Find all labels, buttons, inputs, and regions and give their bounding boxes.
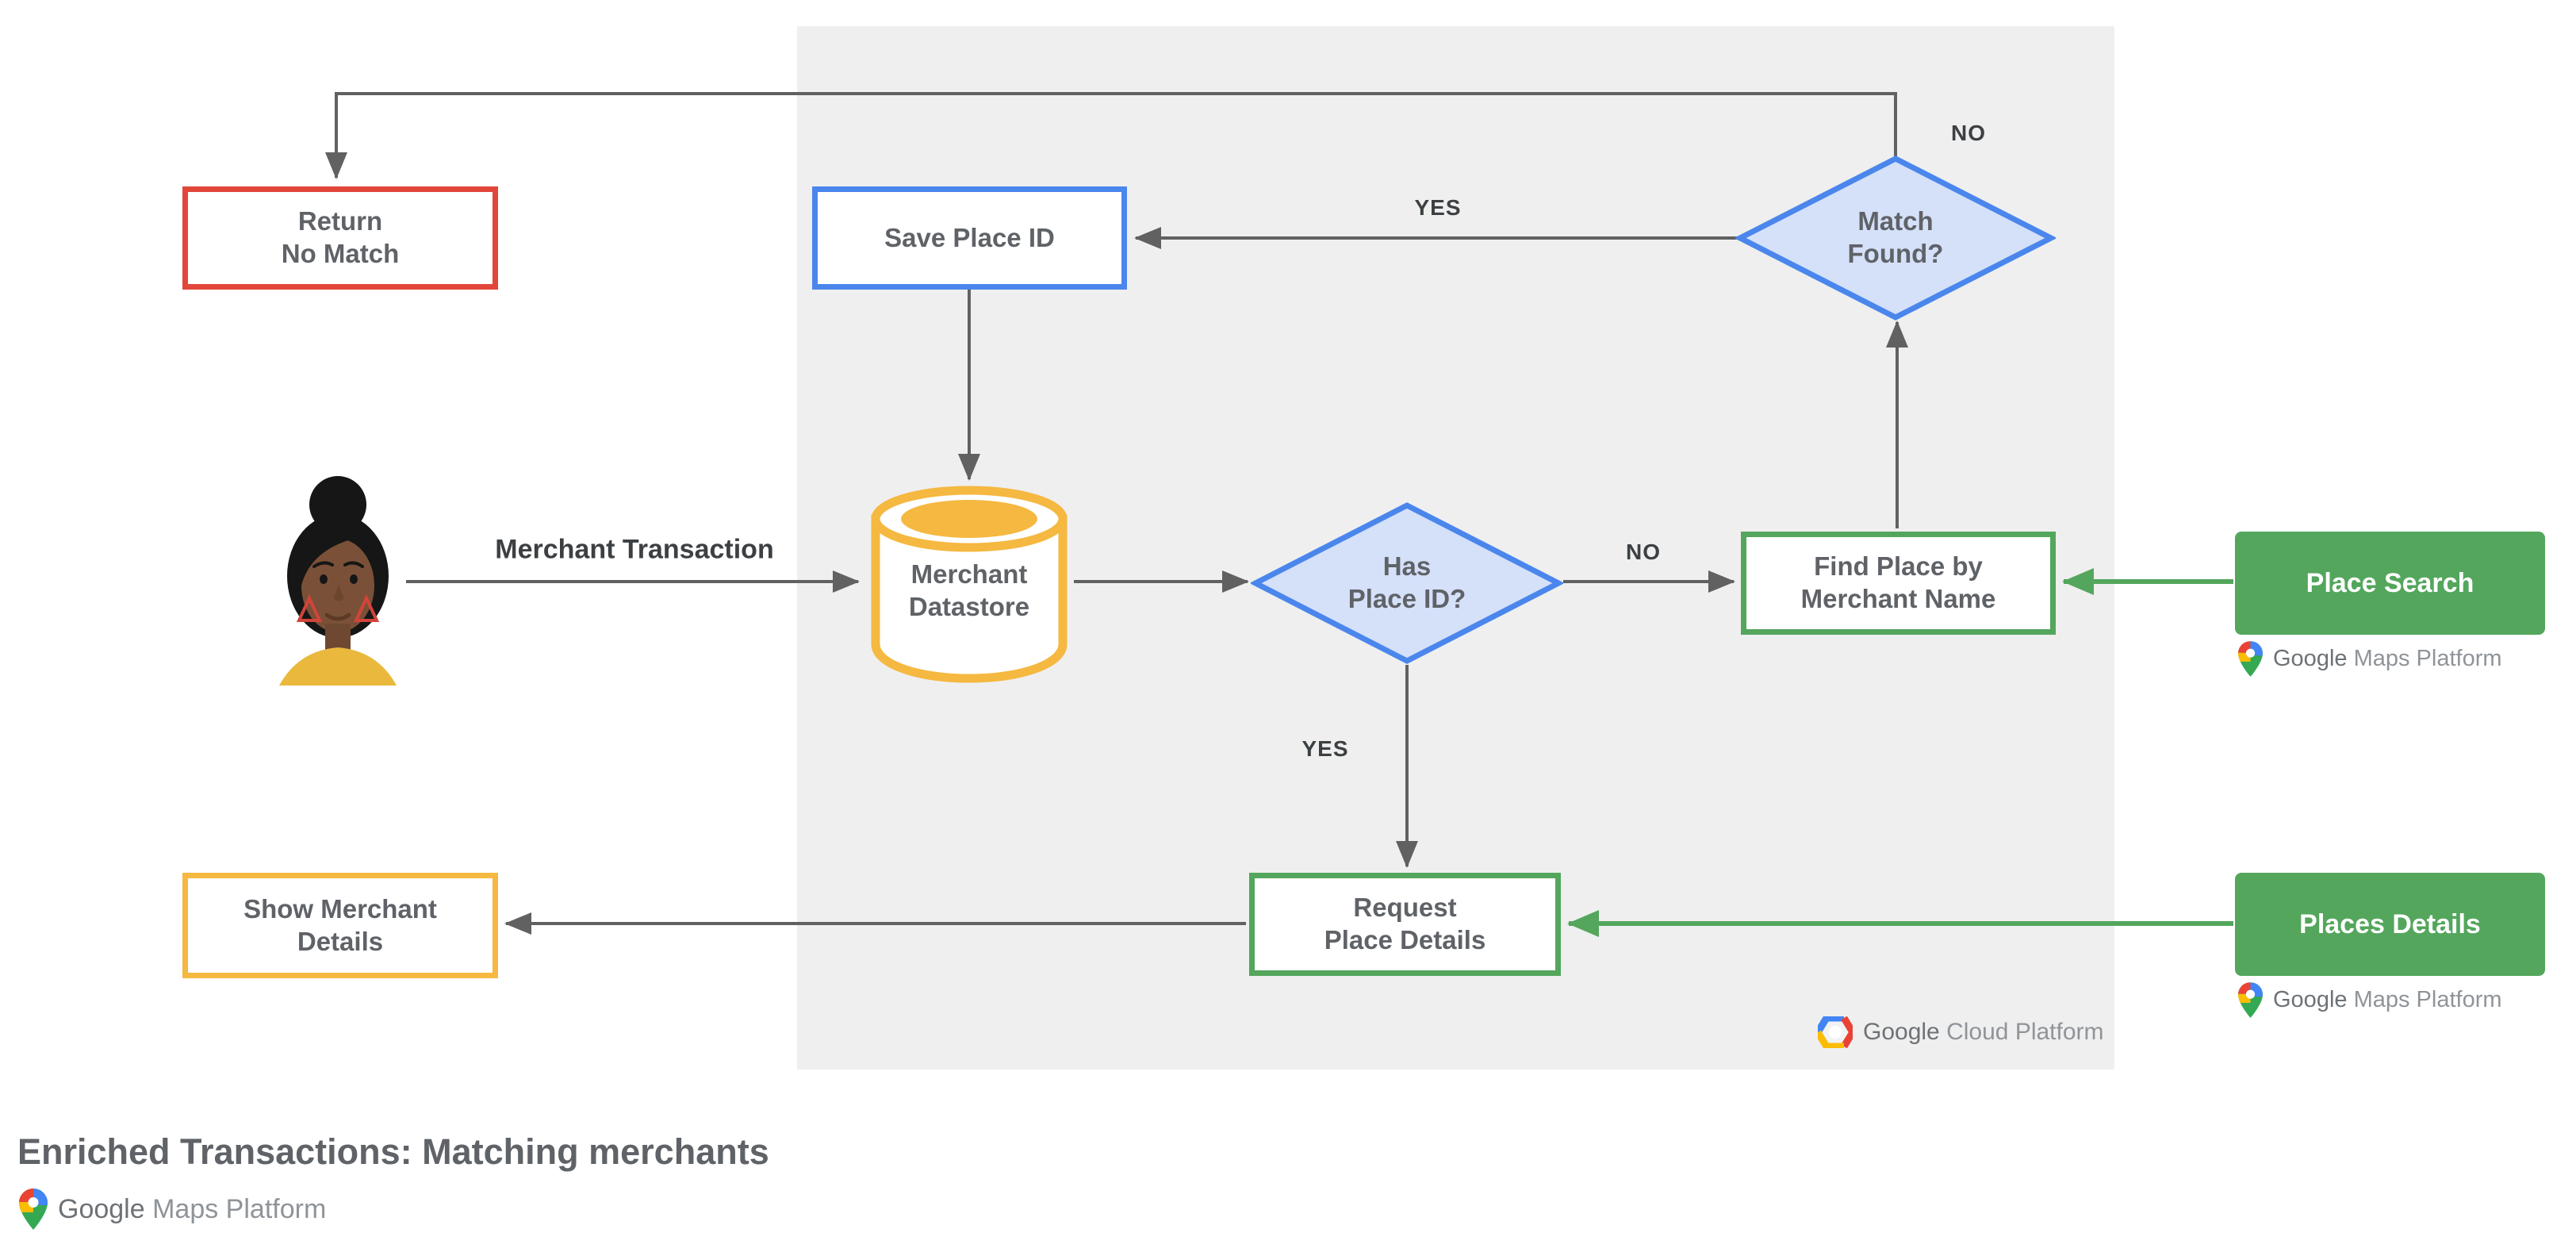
node-request-place-details: Request Place Details [1249,873,1561,976]
node-merchant-datastore: Merchant Datastore [864,541,1074,641]
api-label: Place Search [2306,567,2474,598]
node-label: Has Place ID? [1347,551,1466,613]
gcp-logo: Google Cloud Platform [1818,1016,2104,1049]
node-label: Request Place Details [1324,893,1486,954]
gmp-logo-place-search: Google Maps Platform [2238,639,2502,678]
gmp-logo-footer: Google Maps Platform [19,1187,326,1231]
decision-has-place-id-shape [1251,502,1563,664]
gmp-logo-text: Google Maps Platform [58,1194,326,1225]
logo-google: Google [58,1193,145,1224]
gcp-logo-text: Google Cloud Platform [1863,1019,2104,1046]
node-label: Return No Match [281,206,400,268]
datastore-cylinder-icon [871,486,1068,683]
node-return-no-match: Return No Match [182,186,498,290]
api-place-search: Place Search [2235,532,2545,635]
google-maps-pin-icon [2238,640,2263,677]
logo-product: Maps Platform [2353,645,2502,671]
edge-label-no-mid: NO [1626,540,1661,564]
google-maps-pin-icon [19,1189,48,1230]
logo-product: Maps Platform [152,1193,327,1224]
api-label: Places Details [2299,908,2481,939]
gmp-logo-text: Google Maps Platform [2273,646,2502,672]
node-find-place-by-merchant-name: Find Place by Merchant Name [1741,532,2056,635]
gmp-logo-places-details: Google Maps Platform [2238,981,2502,1019]
logo-google: Google [1863,1019,1940,1045]
logo-product: Cloud Platform [1946,1019,2104,1045]
logo-google: Google [2273,645,2348,671]
node-match-found: Match Found? [1784,194,2007,282]
api-places-details: Places Details [2235,873,2545,976]
logo-product: Maps Platform [2353,986,2502,1012]
person-avatar [279,476,397,686]
node-save-place-id: Save Place ID [812,186,1127,290]
diagram-title: Enriched Transactions: Matching merchant… [17,1131,769,1172]
node-label: Find Place by Merchant Name [1800,551,1996,613]
logo-google: Google [2273,986,2348,1012]
node-show-merchant-details: Show Merchant Details [182,873,498,978]
node-label: Merchant Datastore [908,559,1030,621]
node-label: Show Merchant Details [243,893,437,956]
merchant-transaction-label: Merchant Transaction [495,534,774,565]
edge-label-yes-top: YES [1414,195,1462,220]
gmp-logo-text: Google Maps Platform [2273,987,2502,1013]
decision-match-found-shape [1735,156,2056,321]
node-has-place-id: Has Place ID? [1296,540,1518,627]
node-label: Save Place ID [884,222,1055,252]
edge-label-no-top: NO [1951,121,1986,145]
node-label: Match Found? [1847,206,1944,268]
google-maps-pin-icon [2238,981,2263,1018]
google-cloud-hexagon-icon [1818,1016,1853,1048]
edge-label-yes-mid: YES [1301,736,1349,761]
